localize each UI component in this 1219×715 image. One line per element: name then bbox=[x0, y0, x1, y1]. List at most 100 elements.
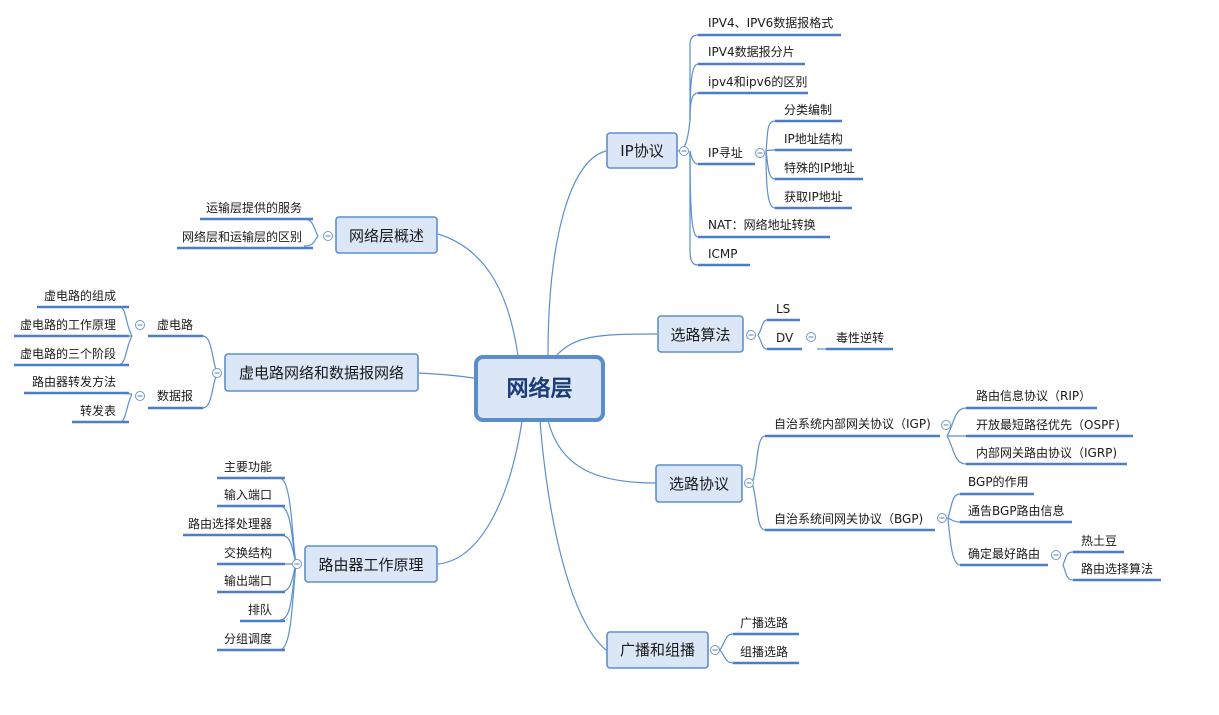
leaf-poison-reverse[interactable]: 毒性逆转 bbox=[826, 330, 893, 351]
subtopic-best-route[interactable]: 确定最好路由 bbox=[960, 546, 1048, 567]
leaf-obtain-ip[interactable]: 获取IP地址 bbox=[775, 190, 852, 210]
topic-routing-algorithms[interactable]: 选路算法 bbox=[657, 315, 744, 353]
svg-text:组播选路: 组播选路 bbox=[740, 644, 788, 659]
svg-text:确定最好路由: 确定最好路由 bbox=[968, 546, 1040, 561]
subtopic-igp[interactable]: 自治系统内部网关协议（IGP) bbox=[765, 416, 940, 438]
topic-broadcast-multicast[interactable]: 广播和组播 bbox=[606, 631, 709, 669]
topic-label: 路由器工作原理 bbox=[318, 556, 423, 574]
collapse-toggle-router[interactable] bbox=[292, 559, 302, 569]
ip-addressing-children: 分类编制 IP地址结构 特殊的IP地址 获取IP地址 bbox=[775, 102, 863, 210]
leaf-hot-potato[interactable]: 热土豆 bbox=[1073, 534, 1124, 554]
svg-text:BGP的作用: BGP的作用 bbox=[968, 474, 1029, 489]
collapse-toggle-ip-addressing[interactable] bbox=[755, 148, 765, 158]
leaf-packet-scheduling[interactable]: 分组调度 bbox=[217, 631, 285, 652]
collapse-toggle-vc[interactable] bbox=[212, 368, 222, 378]
topic-label: 选路算法 bbox=[670, 326, 730, 344]
leaf-dv[interactable]: DV bbox=[767, 331, 802, 351]
svg-text:IPV4、IPV6数据报格式: IPV4、IPV6数据报格式 bbox=[708, 15, 833, 30]
topic-label: IP协议 bbox=[620, 142, 663, 160]
leaf-output-port[interactable]: 输出端口 bbox=[217, 573, 285, 594]
topic-label: 广播和组播 bbox=[620, 641, 695, 659]
leaf-special-ip[interactable]: 特殊的IP地址 bbox=[775, 160, 863, 181]
svg-text:数据报: 数据报 bbox=[157, 388, 193, 403]
leaf-forwarding-table[interactable]: 转发表 bbox=[72, 403, 129, 424]
svg-text:分类编制: 分类编制 bbox=[784, 102, 832, 117]
router-children: 主要功能 输入端口 路由选择处理器 交换结构 输出端口 排队 分组调度 bbox=[183, 460, 285, 652]
svg-text:IP地址结构: IP地址结构 bbox=[784, 131, 843, 146]
leaf-queueing[interactable]: 排队 bbox=[240, 602, 285, 623]
svg-text:自治系统内部网关协议（IGP): 自治系统内部网关协议（IGP) bbox=[774, 416, 931, 431]
leaf-routing-processor[interactable]: 路由选择处理器 bbox=[183, 516, 285, 537]
svg-text:输出端口: 输出端口 bbox=[224, 573, 272, 588]
root-node[interactable]: 网络层 bbox=[474, 355, 605, 422]
topic-vc-datagram[interactable]: 虚电路网络和数据报网络 bbox=[224, 353, 419, 392]
collapse-toggle-igp[interactable] bbox=[941, 420, 951, 430]
collapse-toggle-overview[interactable] bbox=[323, 231, 333, 241]
leaf-vc-phases[interactable]: 虚电路的三个阶段 bbox=[14, 346, 129, 367]
leaf-transport-services[interactable]: 运输层提供的服务 bbox=[200, 200, 313, 221]
leaf-vc-principle[interactable]: 虚电路的工作原理 bbox=[14, 317, 129, 338]
svg-text:通告BGP路由信息: 通告BGP路由信息 bbox=[968, 503, 1065, 518]
leaf-multicast-routing[interactable]: 组播选路 bbox=[733, 644, 799, 665]
leaf-ls[interactable]: LS bbox=[767, 302, 800, 322]
topic-router-principles[interactable]: 路由器工作原理 bbox=[304, 545, 438, 583]
subtopic-bgp[interactable]: 自治系统间网关协议（BGP) bbox=[765, 511, 935, 532]
subtopic-datagram[interactable]: 数据报 bbox=[148, 388, 203, 410]
collapse-toggle-broadcast[interactable] bbox=[710, 645, 720, 655]
root-connectors bbox=[418, 150, 658, 651]
leaf-router-forwarding[interactable]: 路由器转发方法 bbox=[24, 374, 129, 395]
subtopic-icmp[interactable]: ICMP bbox=[698, 247, 750, 267]
svg-text:获取IP地址: 获取IP地址 bbox=[784, 190, 843, 204]
topic-ip-protocol[interactable]: IP协议 bbox=[606, 132, 678, 169]
leaf-broadcast-routing[interactable]: 广播选路 bbox=[733, 615, 799, 636]
collapse-toggle-bgp[interactable] bbox=[937, 513, 947, 523]
collapse-toggle-routing-proto[interactable] bbox=[744, 478, 754, 488]
svg-text:主要功能: 主要功能 bbox=[224, 460, 272, 474]
topic-overview[interactable]: 网络层概述 bbox=[335, 216, 438, 254]
leaf-igrp[interactable]: 内部网关路由协议（IGRP) bbox=[966, 445, 1127, 466]
leaf-ospf[interactable]: 开放最短路径优先（OSPF) bbox=[966, 417, 1133, 438]
svg-text:路由器转发方法: 路由器转发方法 bbox=[32, 374, 116, 389]
collapse-toggle-best-route[interactable] bbox=[1051, 550, 1061, 560]
svg-text:ipv4和ipv6的区别: ipv4和ipv6的区别 bbox=[708, 74, 807, 89]
leaf-route-selection-algo[interactable]: 路由选择算法 bbox=[1073, 561, 1161, 582]
ip-children: IPV4、IPV6数据报格式 IPV4数据报分片 ipv4和ipv6的区别 IP… bbox=[698, 15, 841, 267]
svg-text:开放最短路径优先（OSPF): 开放最短路径优先（OSPF) bbox=[976, 417, 1120, 432]
leaf-rip[interactable]: 路由信息协议（RIP） bbox=[966, 388, 1097, 410]
svg-text:热土豆: 热土豆 bbox=[1081, 534, 1117, 548]
collapse-toggle-datagram[interactable] bbox=[135, 391, 145, 401]
collapse-toggle-routing-algo[interactable] bbox=[746, 330, 756, 340]
leaf-ip-structure[interactable]: IP地址结构 bbox=[775, 131, 852, 152]
svg-text:运输层提供的服务: 运输层提供的服务 bbox=[206, 200, 302, 215]
leaf-classful[interactable]: 分类编制 bbox=[775, 102, 842, 123]
collapse-toggle-ip[interactable] bbox=[679, 146, 689, 156]
subtopic-nat[interactable]: NAT：网络地址转换 bbox=[698, 217, 830, 239]
subtopic-virtual-circuit[interactable]: 虚电路 bbox=[148, 317, 203, 338]
subtopic-ipv4-fragment[interactable]: IPV4数据报分片 bbox=[698, 44, 805, 66]
leaf-input-port[interactable]: 输入端口 bbox=[217, 487, 285, 508]
svg-text:输入端口: 输入端口 bbox=[224, 487, 272, 502]
svg-text:虚电路的组成: 虚电路的组成 bbox=[44, 288, 116, 303]
svg-text:交换结构: 交换结构 bbox=[224, 545, 272, 560]
topic-label: 网络层概述 bbox=[349, 227, 424, 245]
leaf-main-functions[interactable]: 主要功能 bbox=[217, 460, 285, 480]
subtopic-ip-addressing[interactable]: IP寻址 bbox=[698, 146, 755, 166]
svg-text:IP寻址: IP寻址 bbox=[708, 146, 743, 160]
leaf-network-vs-transport[interactable]: 网络层和运输层的区别 bbox=[177, 229, 313, 250]
svg-text:LS: LS bbox=[776, 302, 790, 316]
leaf-bgp-role[interactable]: BGP的作用 bbox=[960, 474, 1034, 496]
collapse-toggle-dv[interactable] bbox=[806, 332, 816, 342]
leaf-vc-composition[interactable]: 虚电路的组成 bbox=[37, 288, 129, 309]
svg-text:内部网关路由协议（IGRP): 内部网关路由协议（IGRP) bbox=[976, 445, 1117, 460]
svg-text:ICMP: ICMP bbox=[708, 247, 738, 261]
svg-text:路由信息协议（RIP）: 路由信息协议（RIP） bbox=[976, 388, 1091, 403]
svg-text:网络层和运输层的区别: 网络层和运输层的区别 bbox=[182, 229, 302, 244]
vc-children: 虚电路的组成 虚电路的工作原理 虚电路的三个阶段 路由器转发方法 转发表 bbox=[14, 288, 129, 424]
collapse-toggle-virtual-circuit[interactable] bbox=[135, 320, 145, 330]
subtopic-ip-format[interactable]: IPV4、IPV6数据报格式 bbox=[698, 15, 841, 37]
svg-text:IPV4数据报分片: IPV4数据报分片 bbox=[708, 44, 795, 59]
topic-routing-protocols[interactable]: 选路协议 bbox=[655, 464, 743, 503]
leaf-bgp-advertise[interactable]: 通告BGP路由信息 bbox=[960, 503, 1072, 524]
leaf-switch-fabric[interactable]: 交换结构 bbox=[217, 545, 285, 566]
subtopic-ipv4-ipv6-diff[interactable]: ipv4和ipv6的区别 bbox=[698, 74, 808, 95]
